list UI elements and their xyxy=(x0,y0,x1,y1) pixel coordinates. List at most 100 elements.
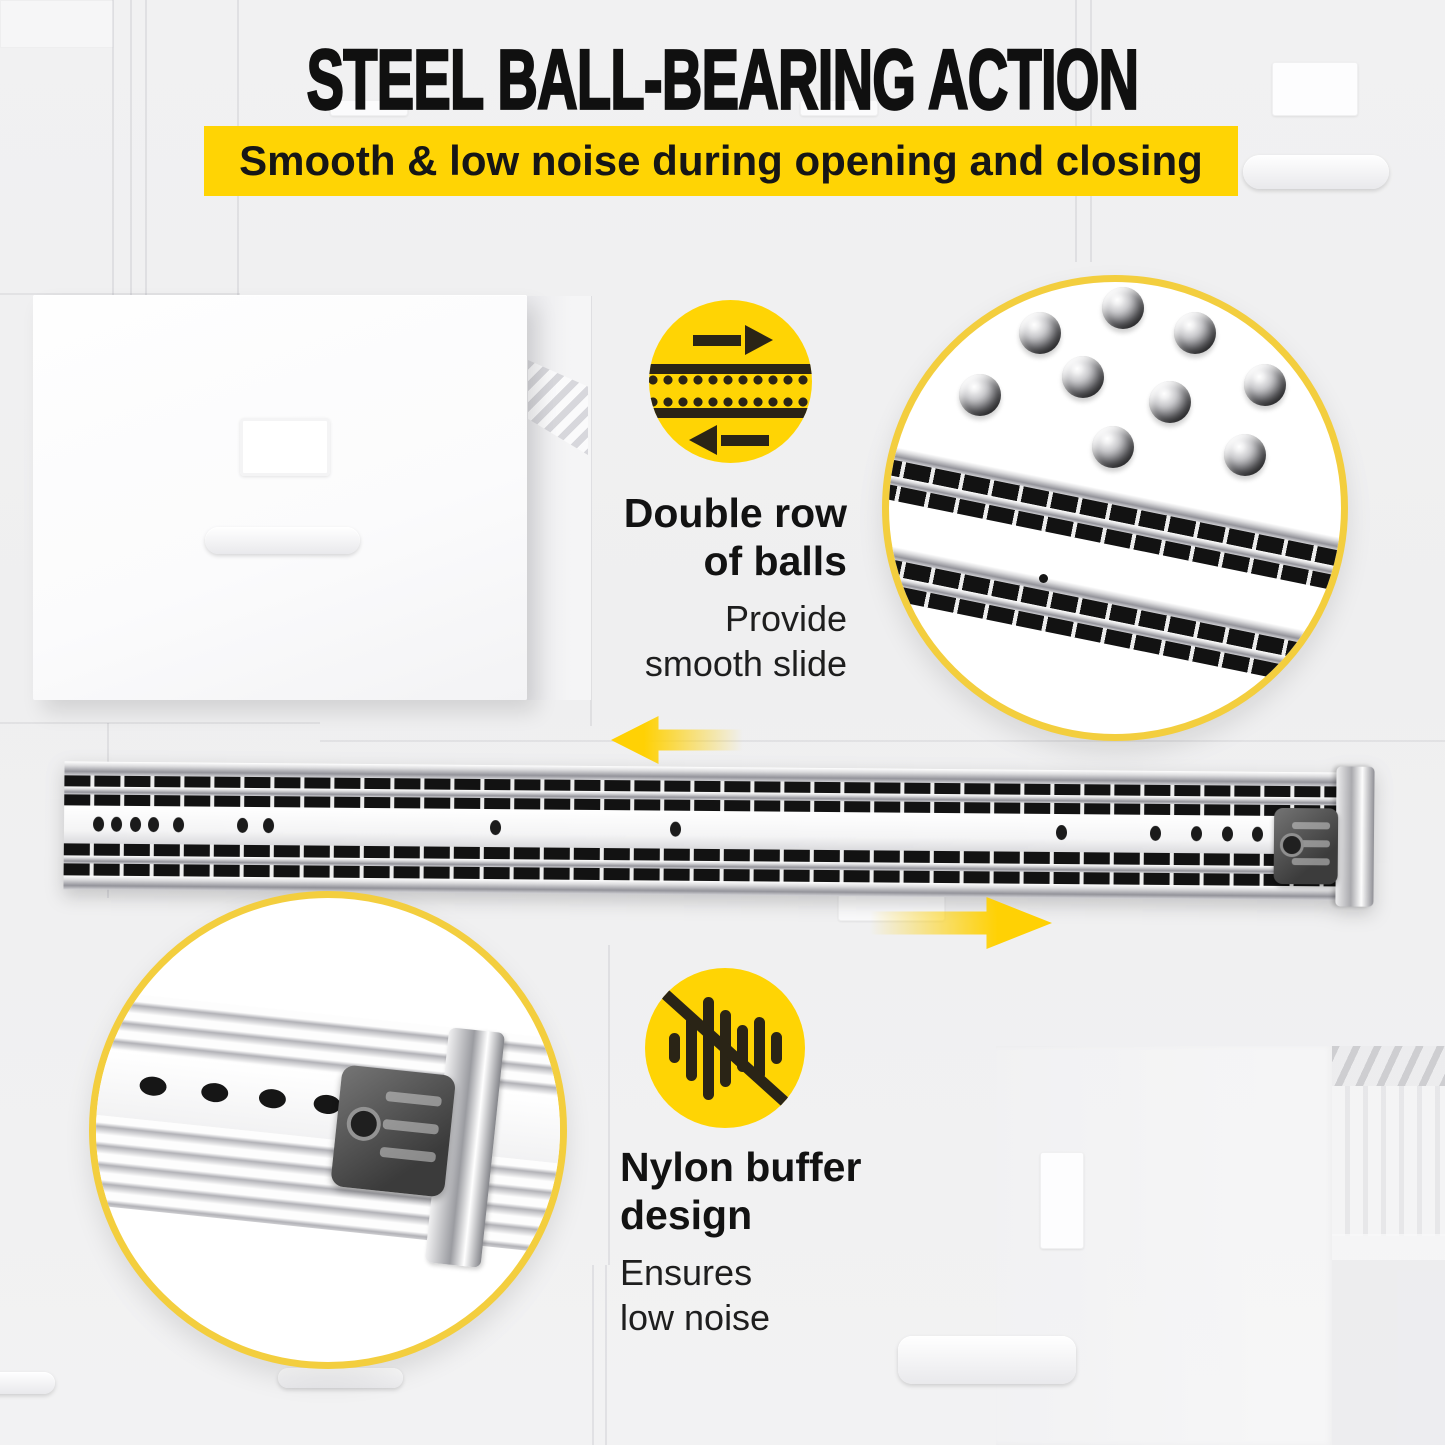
rail-hole xyxy=(1221,826,1233,842)
arrow-shaft xyxy=(693,335,741,346)
rail-hole xyxy=(1039,574,1048,583)
steel-ball xyxy=(1224,434,1266,476)
nylon-buffer-block xyxy=(1273,807,1339,885)
heading-line: Nylon buffer xyxy=(620,1144,862,1190)
drawer-slide-rail xyxy=(63,761,1375,907)
feature-double-row: Double row of balls Provide smooth slide xyxy=(624,490,847,686)
cabinet-opening xyxy=(527,296,591,700)
feature-body: Ensures low noise xyxy=(620,1251,861,1340)
steel-ball xyxy=(1174,312,1216,354)
drawer-handle-small xyxy=(278,1368,403,1388)
folder-texture xyxy=(1332,1086,1445,1236)
cabinet-seam xyxy=(0,293,240,295)
sound-bar xyxy=(770,1032,782,1064)
steel-ball xyxy=(1244,364,1286,406)
feature-heading: Double row of balls xyxy=(624,490,847,585)
sound-bar xyxy=(753,1016,765,1080)
arrow-head xyxy=(745,325,773,355)
body-line: low noise xyxy=(620,1296,771,1338)
sound-bar xyxy=(702,996,714,1100)
sound-bar xyxy=(736,1024,748,1072)
ball-row-glyph xyxy=(649,396,812,408)
sound-bar xyxy=(685,1015,697,1081)
rail-hole xyxy=(138,1075,168,1097)
rail-hole xyxy=(1150,825,1162,841)
sound-bar xyxy=(668,1033,680,1063)
body-line: Ensures xyxy=(620,1252,753,1294)
file-rail-texture xyxy=(1332,1046,1445,1088)
steel-ball xyxy=(1019,312,1061,354)
rail-hole xyxy=(130,816,142,833)
rail-hole xyxy=(258,1087,287,1110)
drawer-handle xyxy=(1243,155,1389,189)
arrow-head xyxy=(689,425,717,455)
buffer-slot xyxy=(385,1091,443,1107)
feature-nylon-buffer: Nylon buffer design Ensures low noise xyxy=(620,1144,861,1340)
open-drawer-front xyxy=(33,295,527,700)
rail-hole xyxy=(262,818,274,834)
steel-ball xyxy=(1062,356,1104,398)
heading-line: of balls xyxy=(703,537,847,584)
drawer-handle-edge xyxy=(0,1372,55,1394)
cabinet-panel xyxy=(0,0,114,48)
page-title: STEEL BALL-BEARING ACTION xyxy=(306,31,1140,128)
rail-bar-glyph xyxy=(649,364,812,374)
closeup-rail-end xyxy=(96,898,560,1362)
arrow-right-icon xyxy=(693,325,773,355)
rail-hole xyxy=(1055,824,1067,841)
ball-bearing-closeup-circle xyxy=(882,275,1348,741)
rail-hole xyxy=(670,821,682,837)
cabinet-seam xyxy=(320,740,1445,742)
steel-ball xyxy=(1149,381,1191,423)
rail-hole xyxy=(200,1081,230,1104)
heading-line: Double row xyxy=(623,490,847,536)
rail-hole xyxy=(1190,826,1202,842)
buffer-slot xyxy=(1292,822,1331,830)
rail-hole xyxy=(110,816,122,832)
buffer-slot xyxy=(382,1118,440,1135)
steel-ball xyxy=(1102,287,1144,329)
steel-ball xyxy=(959,374,1001,416)
rail-hole xyxy=(172,817,185,833)
slide-direction-arrow-left xyxy=(611,716,743,764)
no-noise-icon xyxy=(645,968,805,1128)
cabinet-seam xyxy=(608,945,610,1265)
closeup-nylon-buffer xyxy=(330,1064,457,1198)
buffer-hole xyxy=(1282,835,1301,855)
drawer-label-holder xyxy=(240,418,330,476)
buffer-hole xyxy=(349,1109,379,1139)
cabinet-seam xyxy=(0,722,320,724)
drawer-handle-large xyxy=(898,1336,1076,1384)
subtitle-banner: Smooth & low noise during opening and cl… xyxy=(204,126,1238,196)
steel-ball xyxy=(1092,426,1134,468)
rail-hole xyxy=(92,816,104,832)
buffer-slot xyxy=(1291,858,1330,866)
heading-line: design xyxy=(620,1191,753,1238)
cabinet-label-plate xyxy=(1040,1152,1084,1249)
nylon-buffer-closeup-circle xyxy=(89,891,567,1369)
arrow-shaft xyxy=(721,435,769,446)
feature-heading: Nylon buffer design xyxy=(620,1144,861,1239)
cabinet-label-plate xyxy=(800,100,878,116)
rail-hole xyxy=(1251,826,1263,842)
buffer-slot xyxy=(379,1146,437,1163)
arrow-left-icon xyxy=(689,425,769,455)
cabinet-seam xyxy=(592,1265,594,1445)
cabinet-seam xyxy=(590,296,592,726)
cabinet-seam xyxy=(112,0,114,295)
double-row-of-balls-icon xyxy=(649,300,812,463)
cabinet-seam xyxy=(145,0,147,295)
rail-bar-glyph xyxy=(649,408,812,418)
rail-hole xyxy=(148,817,160,833)
drawer-handle xyxy=(205,527,360,554)
cabinet-label-plate xyxy=(1272,62,1358,116)
rail-hole xyxy=(489,820,501,836)
cabinet-label-plate xyxy=(330,100,408,116)
rail-hole xyxy=(236,817,248,833)
rail-end-bracket xyxy=(1335,766,1375,907)
ball-row-glyph xyxy=(649,374,812,386)
cabinet-seam xyxy=(130,0,132,295)
body-line: Provide xyxy=(724,598,847,640)
feature-body: Provide smooth slide xyxy=(624,597,847,686)
